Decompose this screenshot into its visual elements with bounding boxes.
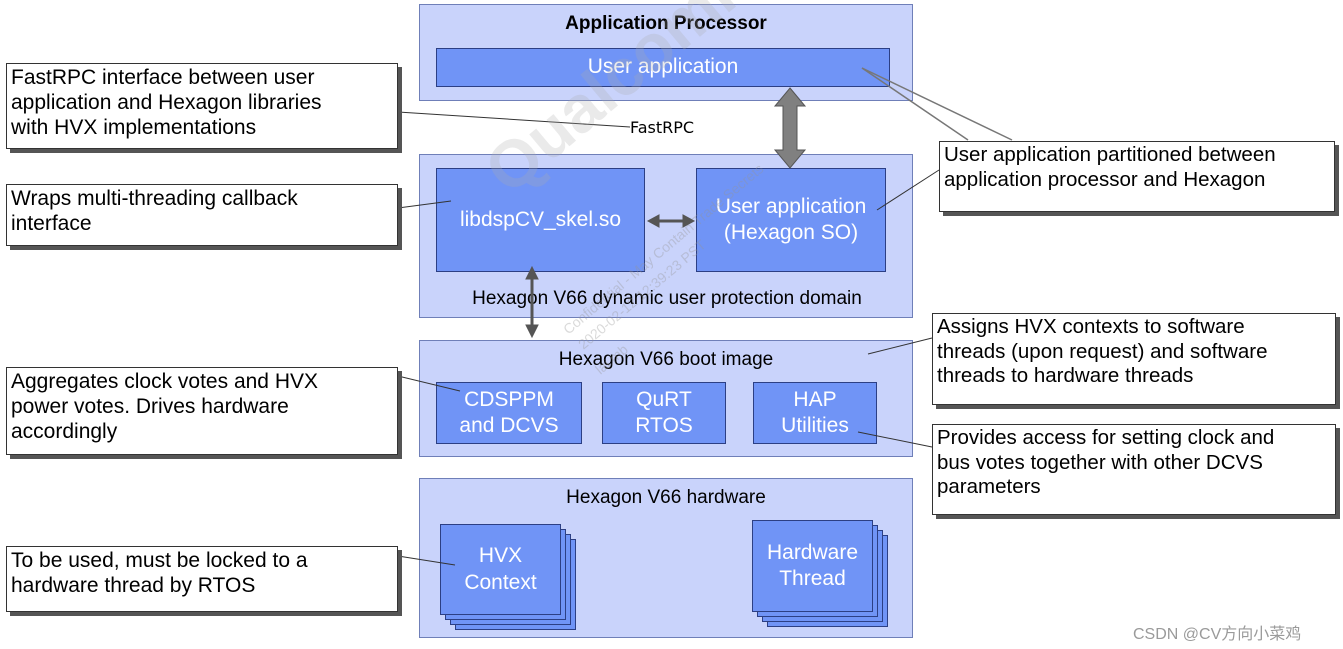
callout-provides-line1: Provides access for setting clock and bbox=[937, 426, 1275, 449]
callout-aggregates-votes: Aggregates clock votes and HVX power vot… bbox=[6, 367, 398, 455]
hap-line2: Utilities bbox=[781, 414, 849, 437]
qurt-rtos-box: QuRT RTOS bbox=[602, 382, 726, 444]
provides-callout-line bbox=[857, 431, 933, 448]
libdspcv-skel-box: libdspCV_skel.so bbox=[436, 168, 645, 272]
fastrpc-callout-line bbox=[397, 111, 631, 128]
callout-provides-line2: bus votes together with other DCVS bbox=[937, 450, 1263, 474]
hvx-line1: HVX bbox=[478, 544, 523, 568]
libdspcv-skel-label: libdspCV_skel.so bbox=[459, 207, 622, 231]
callout-user-app-partitioned: User application partitioned between app… bbox=[939, 141, 1335, 212]
callout-wraps-multithreading: Wraps multi-threading callback interface bbox=[6, 184, 398, 246]
callout-locked-line1: To be used, must be locked to a bbox=[11, 549, 308, 572]
user-application-label: User application bbox=[587, 55, 739, 79]
callout-assigns-hvx: Assigns HVX contexts to software threads… bbox=[932, 313, 1336, 405]
callout-locked-to-thread: To be used, must be locked to a hardware… bbox=[6, 546, 398, 612]
callout-partitioned-line2: application processor and Hexagon bbox=[944, 167, 1266, 191]
cdsppm-line1: CDSPPM bbox=[464, 387, 554, 411]
hwthread-line1: Hardware bbox=[766, 540, 859, 564]
hardware-thread-box: Hardware Thread bbox=[752, 520, 873, 612]
hvx-line2: Context bbox=[464, 570, 537, 594]
callout-provides-line3: parameters bbox=[937, 475, 1041, 499]
boot-image-title: Hexagon V66 boot image bbox=[558, 349, 774, 370]
pd-boot-arrow bbox=[525, 265, 539, 339]
application-processor-title: Application Processor bbox=[565, 13, 767, 34]
callout-fastrpc-interface: FastRPC interface between user applicati… bbox=[6, 63, 398, 149]
callout-wraps-line2: interface bbox=[11, 212, 92, 236]
callout-aggregates-line1: Aggregates clock votes and HVX bbox=[11, 370, 319, 393]
callout-assigns-line3: threads to hardware threads bbox=[937, 364, 1194, 388]
hexagon-user-application-box: User application (Hexagon SO) bbox=[696, 168, 886, 272]
callout-aggregates-line3: accordingly bbox=[11, 420, 118, 444]
callout-partitioned-line1: User application partitioned between bbox=[944, 143, 1276, 166]
hap-line1: HAP bbox=[793, 387, 837, 411]
cdsppm-line2: and DCVS bbox=[459, 414, 559, 437]
aggregates-callout-line bbox=[397, 375, 461, 392]
hexagon-user-application-line2: (Hexagon SO) bbox=[723, 221, 859, 244]
callout-assigns-line2: threads (upon request) and software bbox=[937, 339, 1268, 363]
qurt-line2: RTOS bbox=[635, 414, 693, 437]
callout-wraps-line1: Wraps multi-threading callback bbox=[11, 187, 298, 210]
callout-fastrpc-line1: FastRPC interface between user bbox=[11, 66, 315, 89]
hap-utilities-box: HAP Utilities bbox=[753, 382, 877, 444]
partition-wedge-lower bbox=[861, 67, 1013, 141]
hvx-context-box: HVX Context bbox=[440, 524, 561, 615]
partition-wedge-upper bbox=[861, 67, 969, 141]
callout-fastrpc-line3: with HVX implementations bbox=[11, 116, 257, 140]
qurt-line1: QuRT bbox=[636, 387, 692, 411]
fastrpc-label: FastRPC bbox=[630, 118, 695, 137]
partitioned-callout-line bbox=[876, 169, 940, 211]
locked-callout-line bbox=[397, 555, 456, 566]
callout-assigns-line1: Assigns HVX contexts to software bbox=[937, 315, 1245, 338]
hwthread-line2: Thread bbox=[779, 567, 846, 590]
hardware-title: Hexagon V66 hardware bbox=[566, 487, 766, 508]
callout-aggregates-line2: power votes. Drives hardware bbox=[11, 395, 289, 419]
callout-locked-line2: hardware thread by RTOS bbox=[11, 574, 256, 598]
callout-fastrpc-line2: application and Hexagon libraries bbox=[11, 91, 322, 115]
assigns-callout-line bbox=[867, 337, 933, 355]
callout-provides-access: Provides access for setting clock and bu… bbox=[932, 424, 1336, 515]
skel-userapp-arrow bbox=[646, 214, 696, 228]
cdsppm-dcvs-box: CDSPPM and DCVS bbox=[436, 382, 582, 444]
user-application-box: User application bbox=[436, 48, 890, 87]
user-protection-domain-caption: Hexagon V66 dynamic user protection doma… bbox=[472, 288, 862, 309]
wraps-callout-line bbox=[397, 200, 452, 209]
fastrpc-double-arrow bbox=[773, 87, 807, 169]
csdn-credit: CSDN @CV方向小菜鸡 bbox=[1133, 626, 1302, 643]
hexagon-user-application-line1: User application bbox=[715, 194, 867, 218]
